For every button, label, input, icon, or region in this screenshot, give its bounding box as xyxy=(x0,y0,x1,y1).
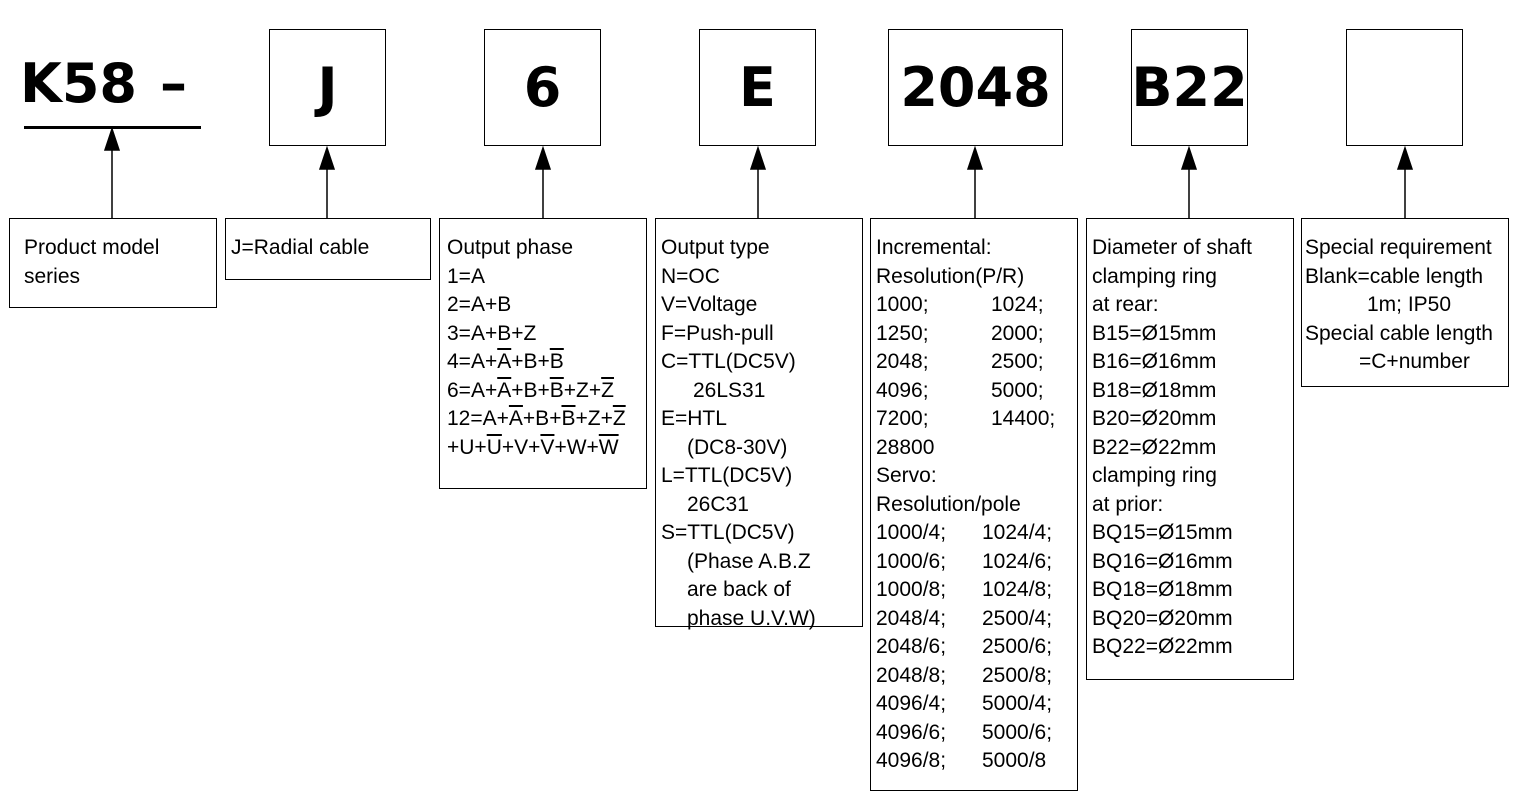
special-box: Special requirement Blank=cable length 1… xyxy=(1301,218,1509,387)
servo-row: 1000/4;1024/4; xyxy=(876,521,1053,544)
servo-row: 1000/6;1024/6; xyxy=(876,549,1053,573)
incremental-title: Incremental: xyxy=(876,236,992,259)
output-phase-item: 2=A+B xyxy=(447,293,512,316)
output-type-item: E=HTL xyxy=(661,407,727,430)
code-box-special xyxy=(1346,29,1463,146)
shaft-box: Diameter of shaft clamping ring at rear:… xyxy=(1086,218,1294,680)
output-phase-item-6: 6=A+A+B+B+Z+Z xyxy=(447,378,614,402)
servo-subtitle: Resolution/pole xyxy=(876,492,1021,516)
model-dash: – xyxy=(160,52,187,115)
shaft-item: BQ20=Ø20mm xyxy=(1092,606,1233,630)
shaft-item: at prior: xyxy=(1092,492,1164,516)
resolution-box: Incremental: Resolution(P/R) 1000;1024; … xyxy=(870,218,1078,791)
shaft-item: BQ22=Ø22mm xyxy=(1092,635,1233,658)
output-type-item: F=Push-pull xyxy=(661,321,774,345)
output-type-item: (DC8-30V) xyxy=(687,435,788,459)
servo-row: 2048/8;2500/8; xyxy=(876,663,1053,687)
output-phase-item-12: 12=A+A+B+B+Z+Z xyxy=(447,407,626,430)
shaft-item: clamping ring xyxy=(1092,264,1217,288)
output-phase-item-12-cont: +U+U+V+V+W+W xyxy=(447,435,619,459)
product-model-line-1: Product model xyxy=(24,236,160,259)
incremental-row: 1250;2000; xyxy=(876,321,1044,345)
output-phase-box: Output phase 1=A 2=A+B 3=A+B+Z 4=A+A+B+B… xyxy=(439,218,647,489)
servo-row: 4096/4;5000/4; xyxy=(876,692,1053,715)
shaft-item: at rear: xyxy=(1092,293,1159,316)
output-type-item: 26LS31 xyxy=(693,378,766,402)
shaft-item: B18=Ø18mm xyxy=(1092,378,1217,402)
shaft-item: B22=Ø22mm xyxy=(1092,435,1217,459)
shaft-item: BQ16=Ø16mm xyxy=(1092,549,1233,573)
servo-title: Servo: xyxy=(876,464,937,487)
output-type-item: phase U.V.W) xyxy=(687,606,816,630)
cable-box: J=Radial cable xyxy=(225,218,431,280)
model-prefix-underline xyxy=(24,126,201,129)
incremental-last: 28800 xyxy=(876,435,935,459)
servo-row: 4096/6;5000/6; xyxy=(876,720,1053,744)
incremental-row: 4096;5000; xyxy=(876,378,1044,402)
incremental-subtitle: Resolution(P/R) xyxy=(876,264,1025,288)
code-box-shaft: B22 xyxy=(1131,29,1248,146)
model-prefix: K58 xyxy=(20,52,137,115)
output-phase-item: 1=A xyxy=(447,264,485,288)
special-item: 1m; IP50 xyxy=(1367,293,1452,316)
product-model-box: Product model series xyxy=(9,218,217,308)
code-box-output-type: E xyxy=(699,29,816,146)
shaft-item: B15=Ø15mm xyxy=(1092,321,1217,345)
output-type-box: Output type N=OC V=Voltage F=Push-pull C… xyxy=(655,218,863,630)
incremental-row: 2048;2500; xyxy=(876,350,1044,373)
cable-line: J=Radial cable xyxy=(231,236,370,259)
output-type-item: N=OC xyxy=(661,264,720,288)
output-type-item: L=TTL(DC5V) xyxy=(661,464,793,487)
incremental-row: 7200;14400; xyxy=(876,407,1056,430)
product-model-line-2: series xyxy=(24,264,81,288)
servo-row: 2048/6;2500/6; xyxy=(876,635,1053,658)
incremental-row: 1000;1024; xyxy=(876,293,1044,316)
special-title: Special requirement xyxy=(1305,236,1492,259)
special-item: Blank=cable length xyxy=(1305,264,1484,288)
shaft-title: Diameter of shaft xyxy=(1092,236,1252,259)
shaft-item: BQ15=Ø15mm xyxy=(1092,521,1233,544)
output-type-item: S=TTL(DC5V) xyxy=(661,521,795,544)
shaft-item: clamping ring xyxy=(1092,464,1217,487)
output-type-title: Output type xyxy=(661,236,770,259)
output-type-item: C=TTL(DC5V) xyxy=(661,350,796,373)
servo-row: 4096/8;5000/8 xyxy=(876,749,1047,772)
output-type-item: (Phase A.B.Z xyxy=(687,549,811,573)
output-phase-title: Output phase xyxy=(447,236,574,259)
code-box-output-phase: 6 xyxy=(484,29,601,146)
output-phase-item: 3=A+B+Z xyxy=(447,321,537,345)
output-type-item: are back of xyxy=(687,578,791,601)
code-box-resolution: 2048 xyxy=(888,29,1063,146)
output-phase-item-4: 4=A+A+B+B xyxy=(447,350,564,373)
output-type-item: V=Voltage xyxy=(661,293,758,316)
servo-row: 1000/8;1024/8; xyxy=(876,578,1053,601)
shaft-item: B16=Ø16mm xyxy=(1092,350,1217,373)
shaft-item: BQ18=Ø18mm xyxy=(1092,578,1233,601)
special-item: =C+number xyxy=(1359,350,1470,373)
shaft-item: B20=Ø20mm xyxy=(1092,407,1217,430)
output-type-item: 26C31 xyxy=(687,492,749,516)
special-item: Special cable length xyxy=(1305,321,1493,345)
servo-row: 2048/4;2500/4; xyxy=(876,606,1053,630)
code-box-cable: J xyxy=(269,29,386,146)
